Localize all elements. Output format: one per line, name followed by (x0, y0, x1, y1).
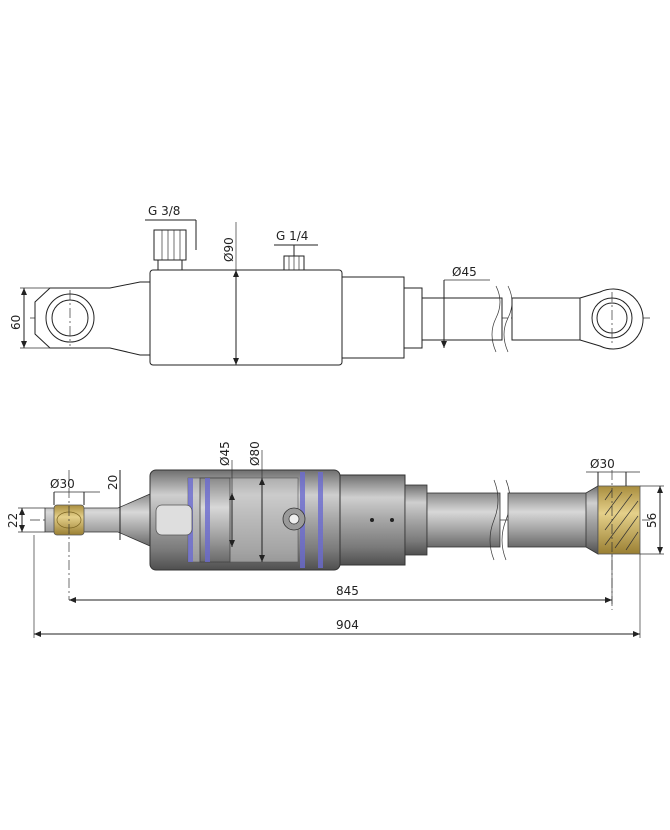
break-line-2 (503, 285, 513, 353)
dim-20-label: 20 (106, 475, 120, 490)
top-view: G 3/8 G 1/4 Ø90 Ø45 60 (9, 204, 650, 366)
right-bushing-hatch-2 (604, 491, 623, 516)
gland-screw (370, 518, 374, 522)
seal-2 (205, 478, 210, 562)
right-bushing-hatch-1 (604, 489, 613, 501)
section-break-2 (501, 479, 511, 561)
port-g38-neck (157, 259, 183, 271)
right-bushing-hatch-5 (614, 515, 639, 549)
section-gland-nut (404, 484, 428, 556)
dim-22-label: 22 (6, 513, 20, 528)
break-line-1 (491, 285, 501, 353)
piston-rod-right (511, 297, 583, 341)
section-rod-right (507, 492, 589, 548)
right-rod-eye (579, 288, 644, 350)
dim-dia45-label: Ø45 (452, 265, 477, 279)
right-bushing-hatch-3 (604, 493, 633, 531)
gland-bolt (390, 518, 394, 522)
cylinder-gland (341, 276, 405, 359)
rod-end-neck (585, 485, 599, 555)
port-boss-hole (288, 513, 300, 525)
section-rod-left (426, 492, 501, 548)
section-view: Ø45 Ø80 Ø30 20 22 Ø30 56 845 (6, 441, 664, 638)
port-g14-label: G 1/4 (276, 229, 308, 243)
dim-dia90-label: Ø90 (222, 237, 236, 262)
right-bushing-hatch-6 (625, 531, 639, 551)
dim-left-dia30-label: Ø30 (50, 477, 75, 491)
dim-845-label: 845 (336, 584, 359, 598)
port-g38-label: G 3/8 (148, 204, 180, 218)
seal-4 (318, 472, 323, 568)
cylinder-barrel (149, 269, 343, 366)
gland-nut (403, 287, 423, 349)
dim-904-label: 904 (336, 618, 359, 632)
dim-section-dia80-label: Ø80 (248, 441, 262, 466)
dim-section-dia45-label: Ø45 (218, 441, 232, 466)
dim-right-dia30-label: Ø30 (590, 457, 615, 471)
piston-rod-left (421, 297, 503, 341)
right-bushing-hatch-4 (604, 500, 639, 546)
port-g38-body (153, 229, 187, 261)
dim-56-label: 56 (645, 513, 659, 528)
dim-60-label: 60 (9, 315, 23, 330)
piston (199, 477, 231, 563)
section-break-1 (489, 479, 499, 561)
end-cap-slot (155, 504, 193, 536)
